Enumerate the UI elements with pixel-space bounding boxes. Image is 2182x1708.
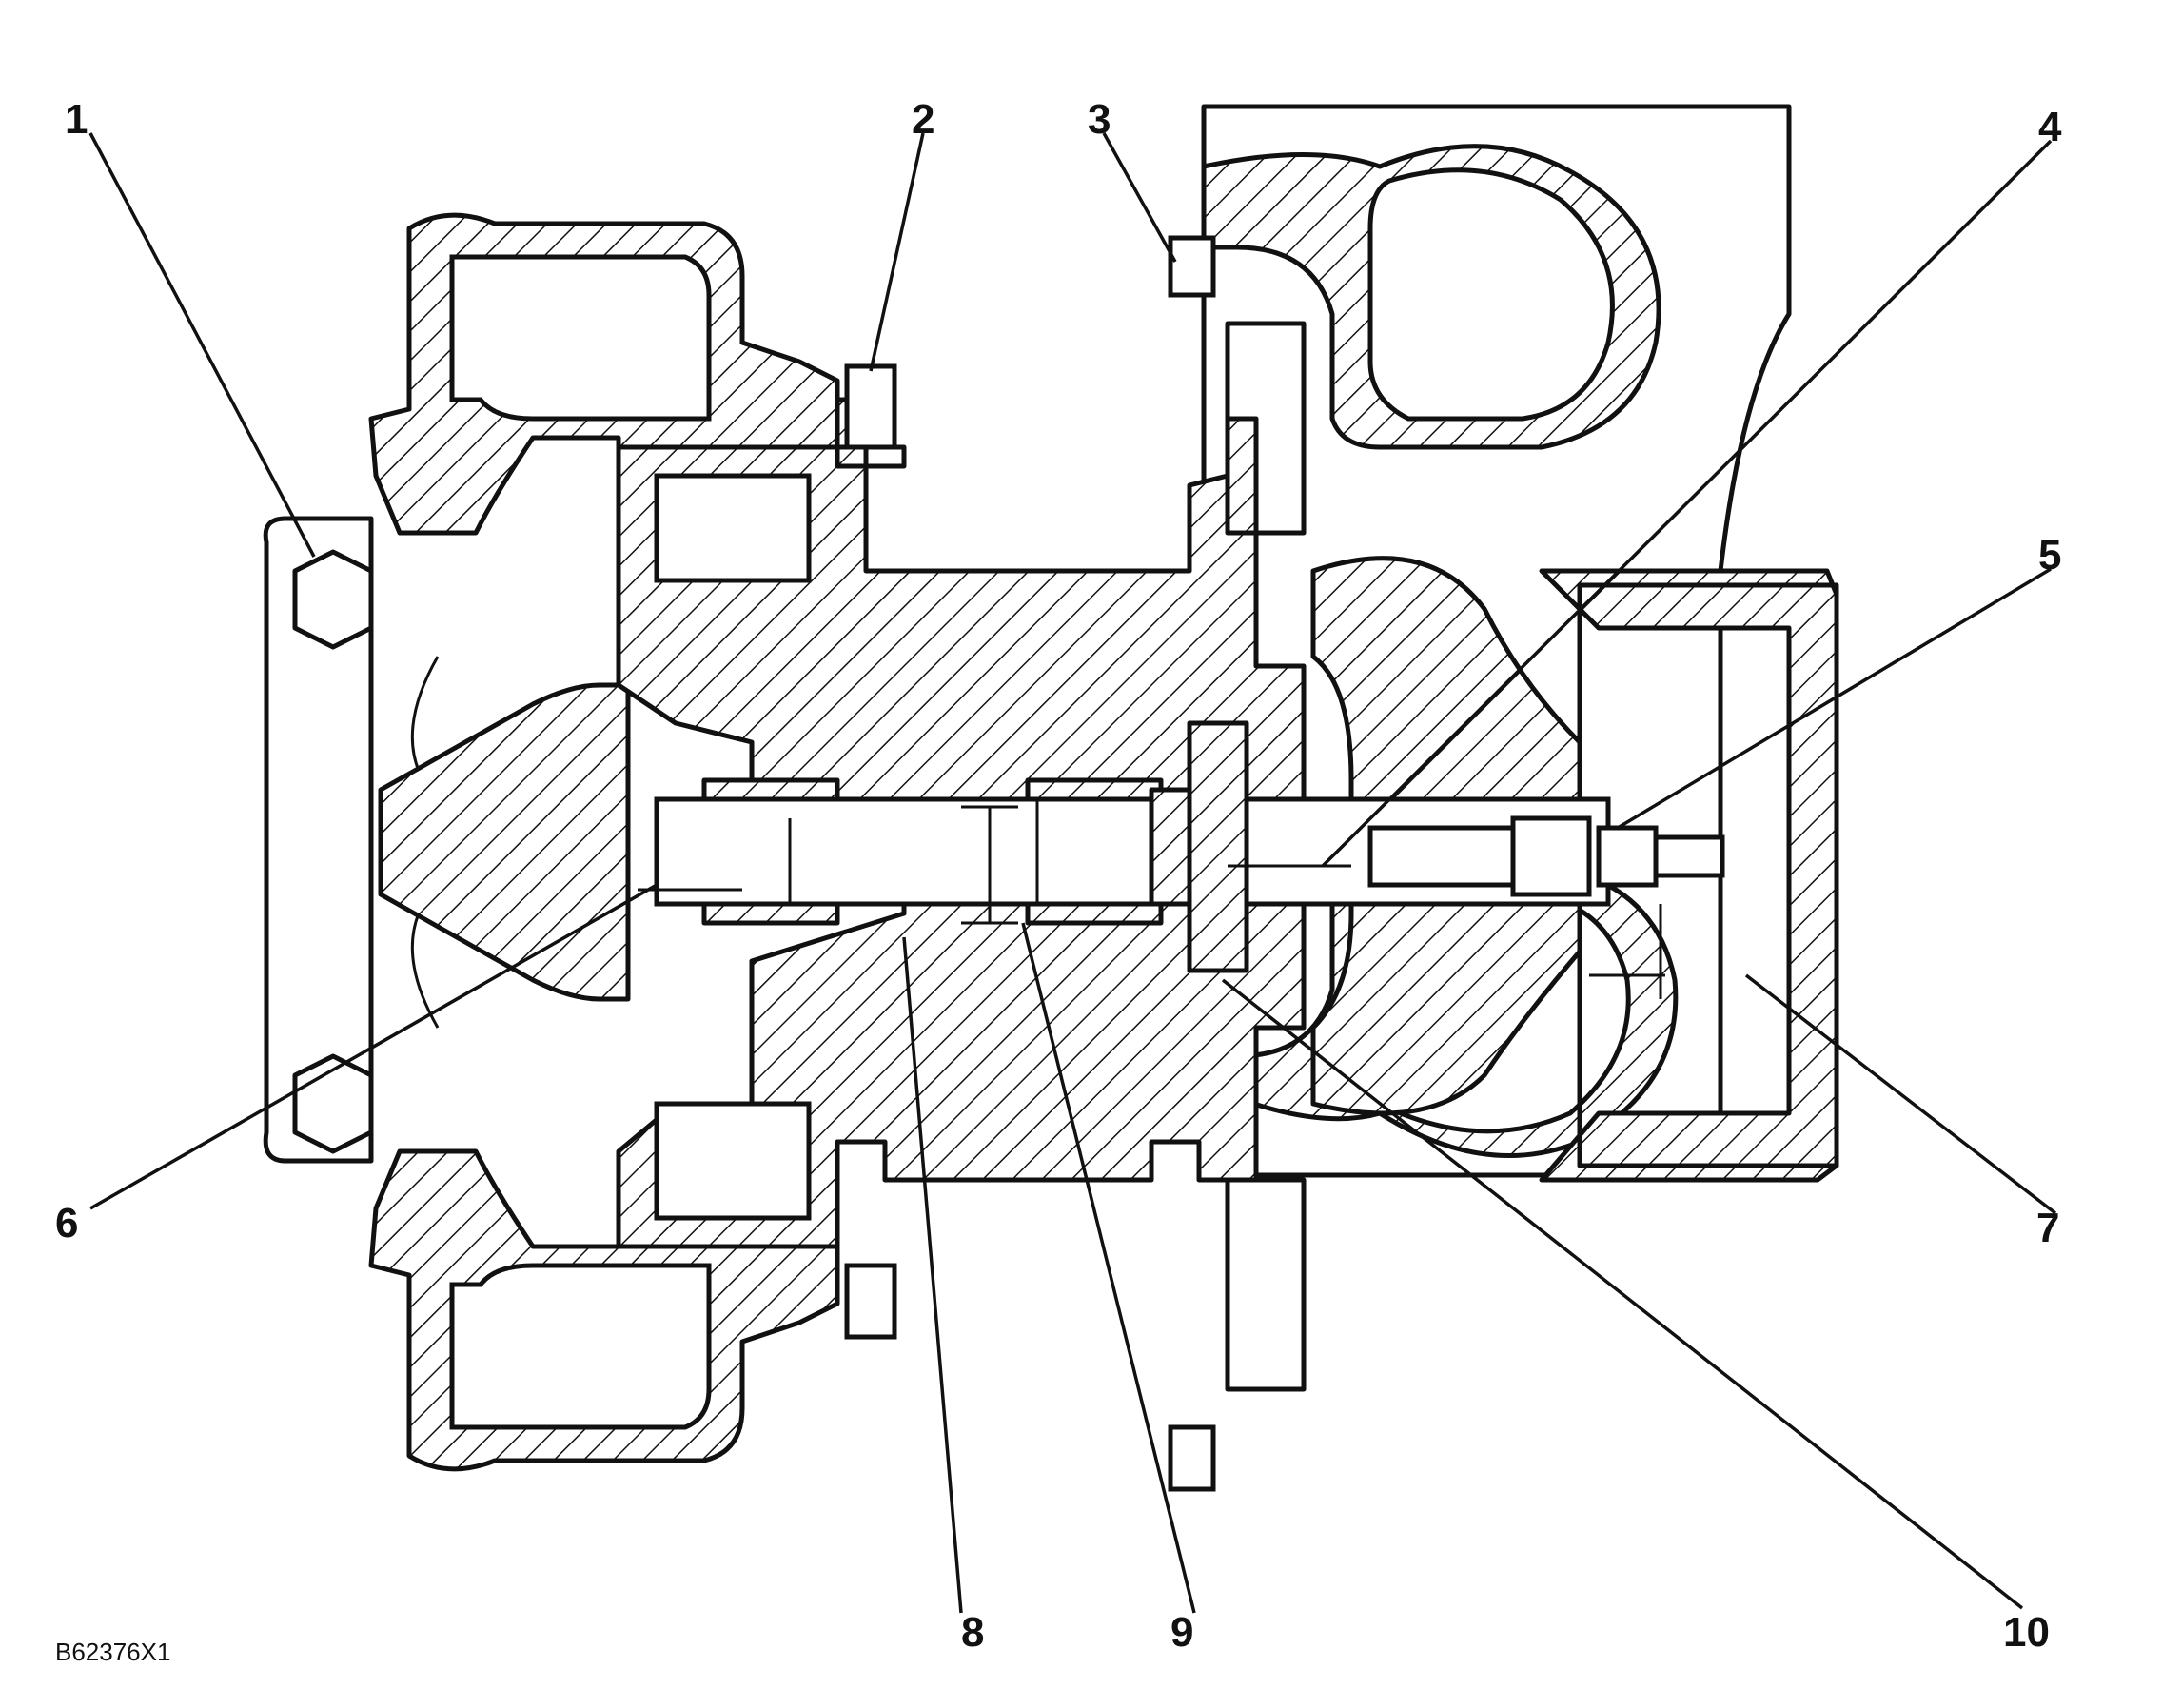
journal-bearings: [701, 720, 1249, 973]
callout-6: 6: [55, 1200, 78, 1247]
compressor-wheel: [378, 656, 631, 1029]
bolt-lower-turbine: [1168, 1424, 1216, 1492]
bolt-lower-compressor: [844, 1263, 897, 1340]
callout-3: 3: [1088, 96, 1111, 143]
compressor-housing: [263, 212, 840, 1472]
callout-labels: 1 2 3 4 5 6 7 8 9 10: [55, 96, 2062, 1656]
callout-4: 4: [2038, 104, 2062, 150]
callout-5: 5: [2038, 532, 2061, 579]
shaft: [654, 796, 1725, 907]
bolt-3: [1168, 235, 1216, 298]
callout-1: 1: [65, 96, 88, 143]
callout-10: 10: [2003, 1609, 2050, 1656]
callout-8: 8: [961, 1609, 984, 1656]
figure-id: B62376X1: [55, 1638, 170, 1666]
callout-2: 2: [912, 96, 934, 143]
callout-9: 9: [1170, 1609, 1193, 1656]
leader-lines: [88, 132, 2057, 1614]
clearance-arrows: [638, 805, 1665, 999]
callout-7: 7: [2036, 1205, 2059, 1251]
